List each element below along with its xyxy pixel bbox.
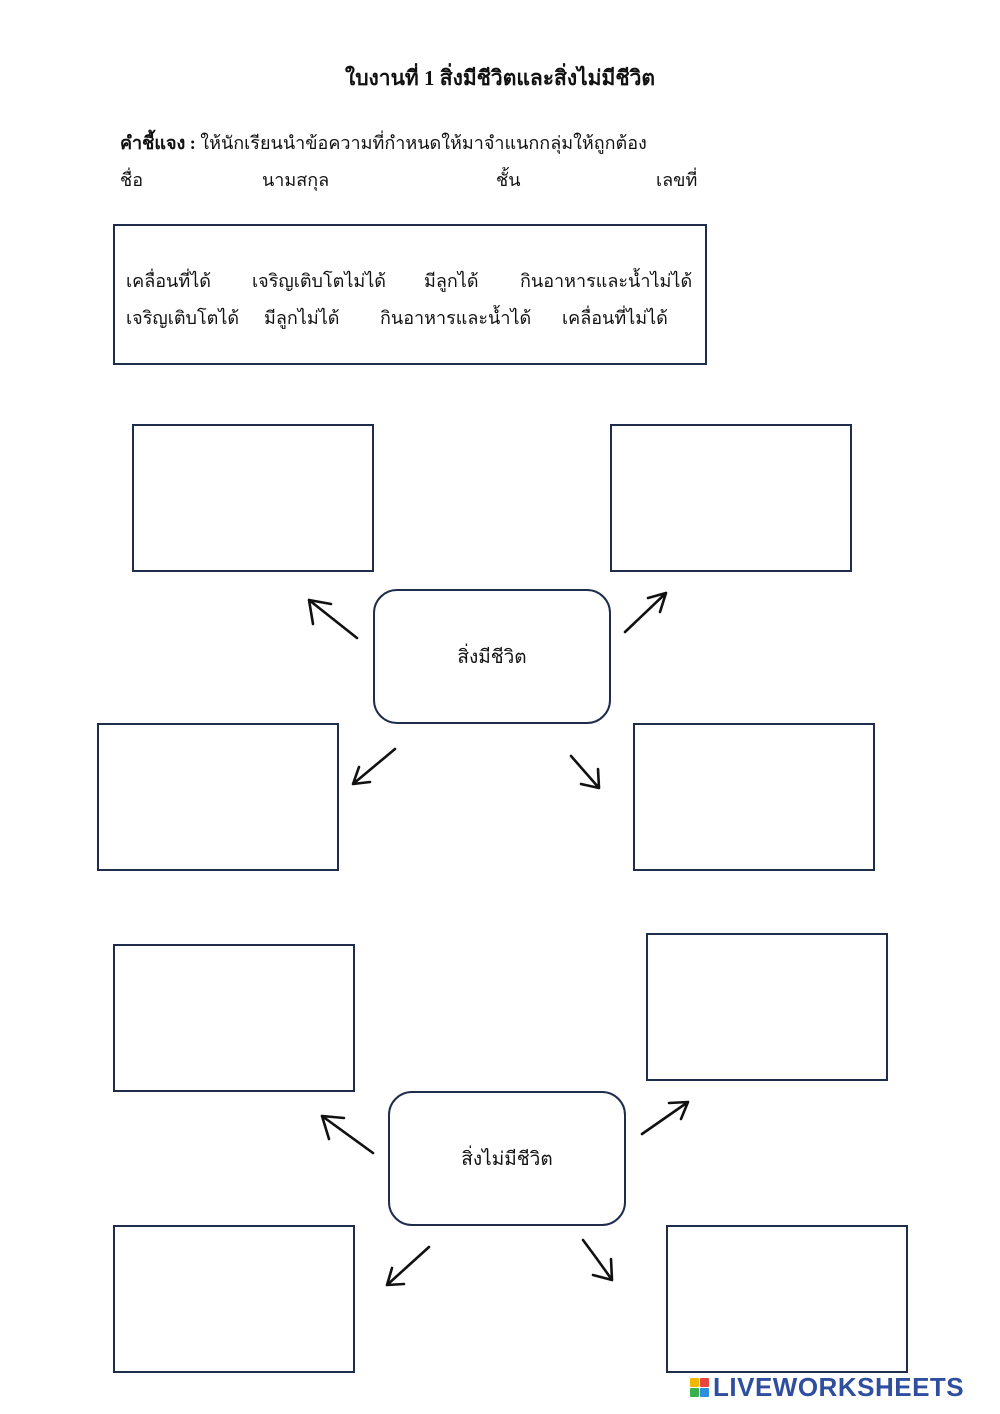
word-bank-item[interactable]: มีลูกไม่ได้ [264,308,340,328]
surname-label: นามสกุล [262,170,330,190]
arrow-nonliving-top-left [320,1114,375,1155]
instruction: คำชี้แจง : ให้นักเรียนนำข้อความที่กำหนดใ… [120,128,647,157]
liveworksheets-logo: LIVEWORKSHEETS [690,1372,964,1403]
arrow-living-bottom-right [569,754,601,790]
living-hub-label: สิ่งมีชีวิต [457,646,527,668]
nonliving-answer-box-bottom-left[interactable] [113,1225,355,1373]
name-label: ชื่อ [120,170,144,190]
living-answer-box-top-left[interactable] [132,424,374,572]
nonliving-hub-label: สิ่งไม่มีชีวิต [461,1148,553,1170]
liveworksheets-logo-text: LIVEWORKSHEETS [713,1372,965,1402]
word-bank: เคลื่อนที่ได้ เจริญเติบโตไม่ได้ มีลูกได้… [113,224,707,365]
nonliving-answer-box-top-right[interactable] [646,933,888,1081]
logo-square [690,1378,699,1387]
nonliving-answer-box-top-left[interactable] [113,944,355,1092]
liveworksheets-logo-icon [690,1378,709,1397]
arrow-living-bottom-left [351,747,397,786]
word-bank-item[interactable]: กินอาหารและน้ำไม่ได้ [520,271,693,291]
living-answer-box-bottom-left[interactable] [97,723,339,871]
class-label: ชั้น [496,170,521,190]
logo-square [700,1378,709,1387]
word-bank-item[interactable]: มีลูกได้ [424,271,479,291]
nonliving-answer-box-bottom-right[interactable] [666,1225,908,1373]
worksheet-title: ใบงานที่ 1 สิ่งมีชีวิตและสิ่งไม่มีชีวิต [344,66,656,90]
word-bank-item[interactable]: เคลื่อนที่ได้ [126,271,211,291]
nonliving-hub: สิ่งไม่มีชีวิต [388,1091,626,1226]
instruction-text: ให้นักเรียนนำข้อความที่กำหนดให้มาจำแนกกล… [195,133,647,153]
instruction-label: คำชี้แจง : [120,133,196,153]
word-bank-item[interactable]: เคลื่อนที่ไม่ได้ [562,308,668,328]
living-answer-box-bottom-right[interactable] [633,723,875,871]
word-bank-item[interactable]: เจริญเติบโตไม่ได้ [252,271,386,291]
arrow-nonliving-top-right [640,1100,690,1136]
logo-square [690,1388,699,1397]
arrow-living-top-right [623,591,668,634]
living-hub: สิ่งมีชีวิต [373,589,611,724]
number-label: เลขที่ [656,170,698,190]
word-bank-item[interactable]: เจริญเติบโตได้ [126,308,240,328]
logo-square [700,1388,709,1397]
arrow-nonliving-bottom-left [385,1245,431,1287]
arrow-nonliving-bottom-right [581,1238,614,1282]
word-bank-item[interactable]: กินอาหารและน้ำได้ [380,308,532,328]
arrow-living-top-left [307,598,359,640]
living-answer-box-top-right[interactable] [610,424,852,572]
